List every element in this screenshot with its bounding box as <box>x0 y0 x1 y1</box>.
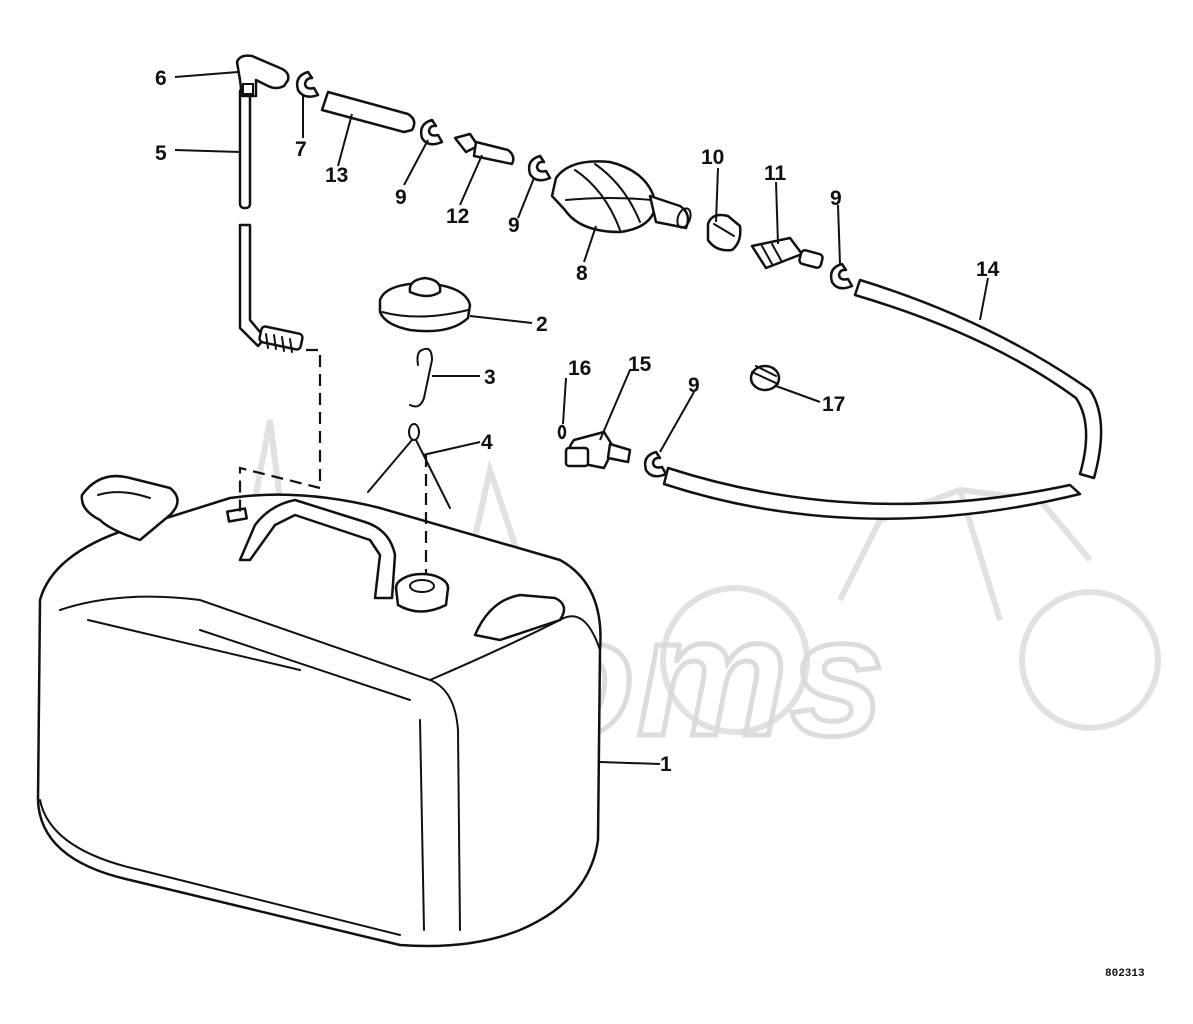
callouts: 6 5 7 13 9 12 9 8 10 11 9 14 2 3 4 16 15… <box>155 67 1000 776</box>
callout-5: 5 <box>155 142 167 165</box>
connector-12 <box>453 132 515 166</box>
callout-2: 2 <box>536 313 548 336</box>
cap-chain <box>367 423 451 509</box>
callout-7: 7 <box>295 138 307 161</box>
callout-16: 16 <box>568 357 591 380</box>
callout-9b: 9 <box>508 214 520 237</box>
hose-14 <box>853 278 1103 480</box>
callout-3: 3 <box>484 366 496 389</box>
clamp-9a <box>419 118 444 146</box>
cap-chain-hook <box>409 347 434 408</box>
callout-13: 13 <box>325 164 348 187</box>
callout-10: 10 <box>701 146 724 169</box>
callout-14: 14 <box>976 258 1000 281</box>
hose-13 <box>320 90 416 134</box>
assembly-line-vent <box>238 348 322 515</box>
clamp-9d <box>643 450 668 478</box>
primer-bulb <box>550 160 692 234</box>
callout-9d: 9 <box>688 374 700 397</box>
clamp-9b <box>527 154 552 182</box>
clamp-7 <box>295 70 320 98</box>
watermark-wheel-rear <box>1019 589 1161 731</box>
fuel-connector-15 <box>564 430 632 470</box>
pickup-tube <box>238 86 304 353</box>
callout-9c: 9 <box>830 187 842 210</box>
callout-12: 12 <box>446 205 469 228</box>
callout-8: 8 <box>576 262 588 285</box>
o-ring-16 <box>557 424 567 440</box>
reference-code: 802313 <box>1105 968 1145 980</box>
callout-11: 11 <box>764 162 787 185</box>
fuel-tank <box>36 474 602 948</box>
clamp-9c <box>829 262 854 290</box>
elbow-fitting <box>235 54 290 98</box>
hose-clamp-17 <box>749 364 781 392</box>
connector-fitting-11 <box>750 236 824 270</box>
callout-17: 17 <box>822 393 845 416</box>
filler-cap <box>378 276 472 333</box>
callout-15: 15 <box>628 353 652 376</box>
callout-6: 6 <box>155 67 167 90</box>
check-valve-10 <box>706 213 742 252</box>
callout-9a: 9 <box>395 186 407 209</box>
callout-1: 1 <box>660 753 672 776</box>
callout-4: 4 <box>481 431 493 454</box>
watermark-wheel-front <box>660 585 810 735</box>
leader-lines <box>174 71 989 765</box>
